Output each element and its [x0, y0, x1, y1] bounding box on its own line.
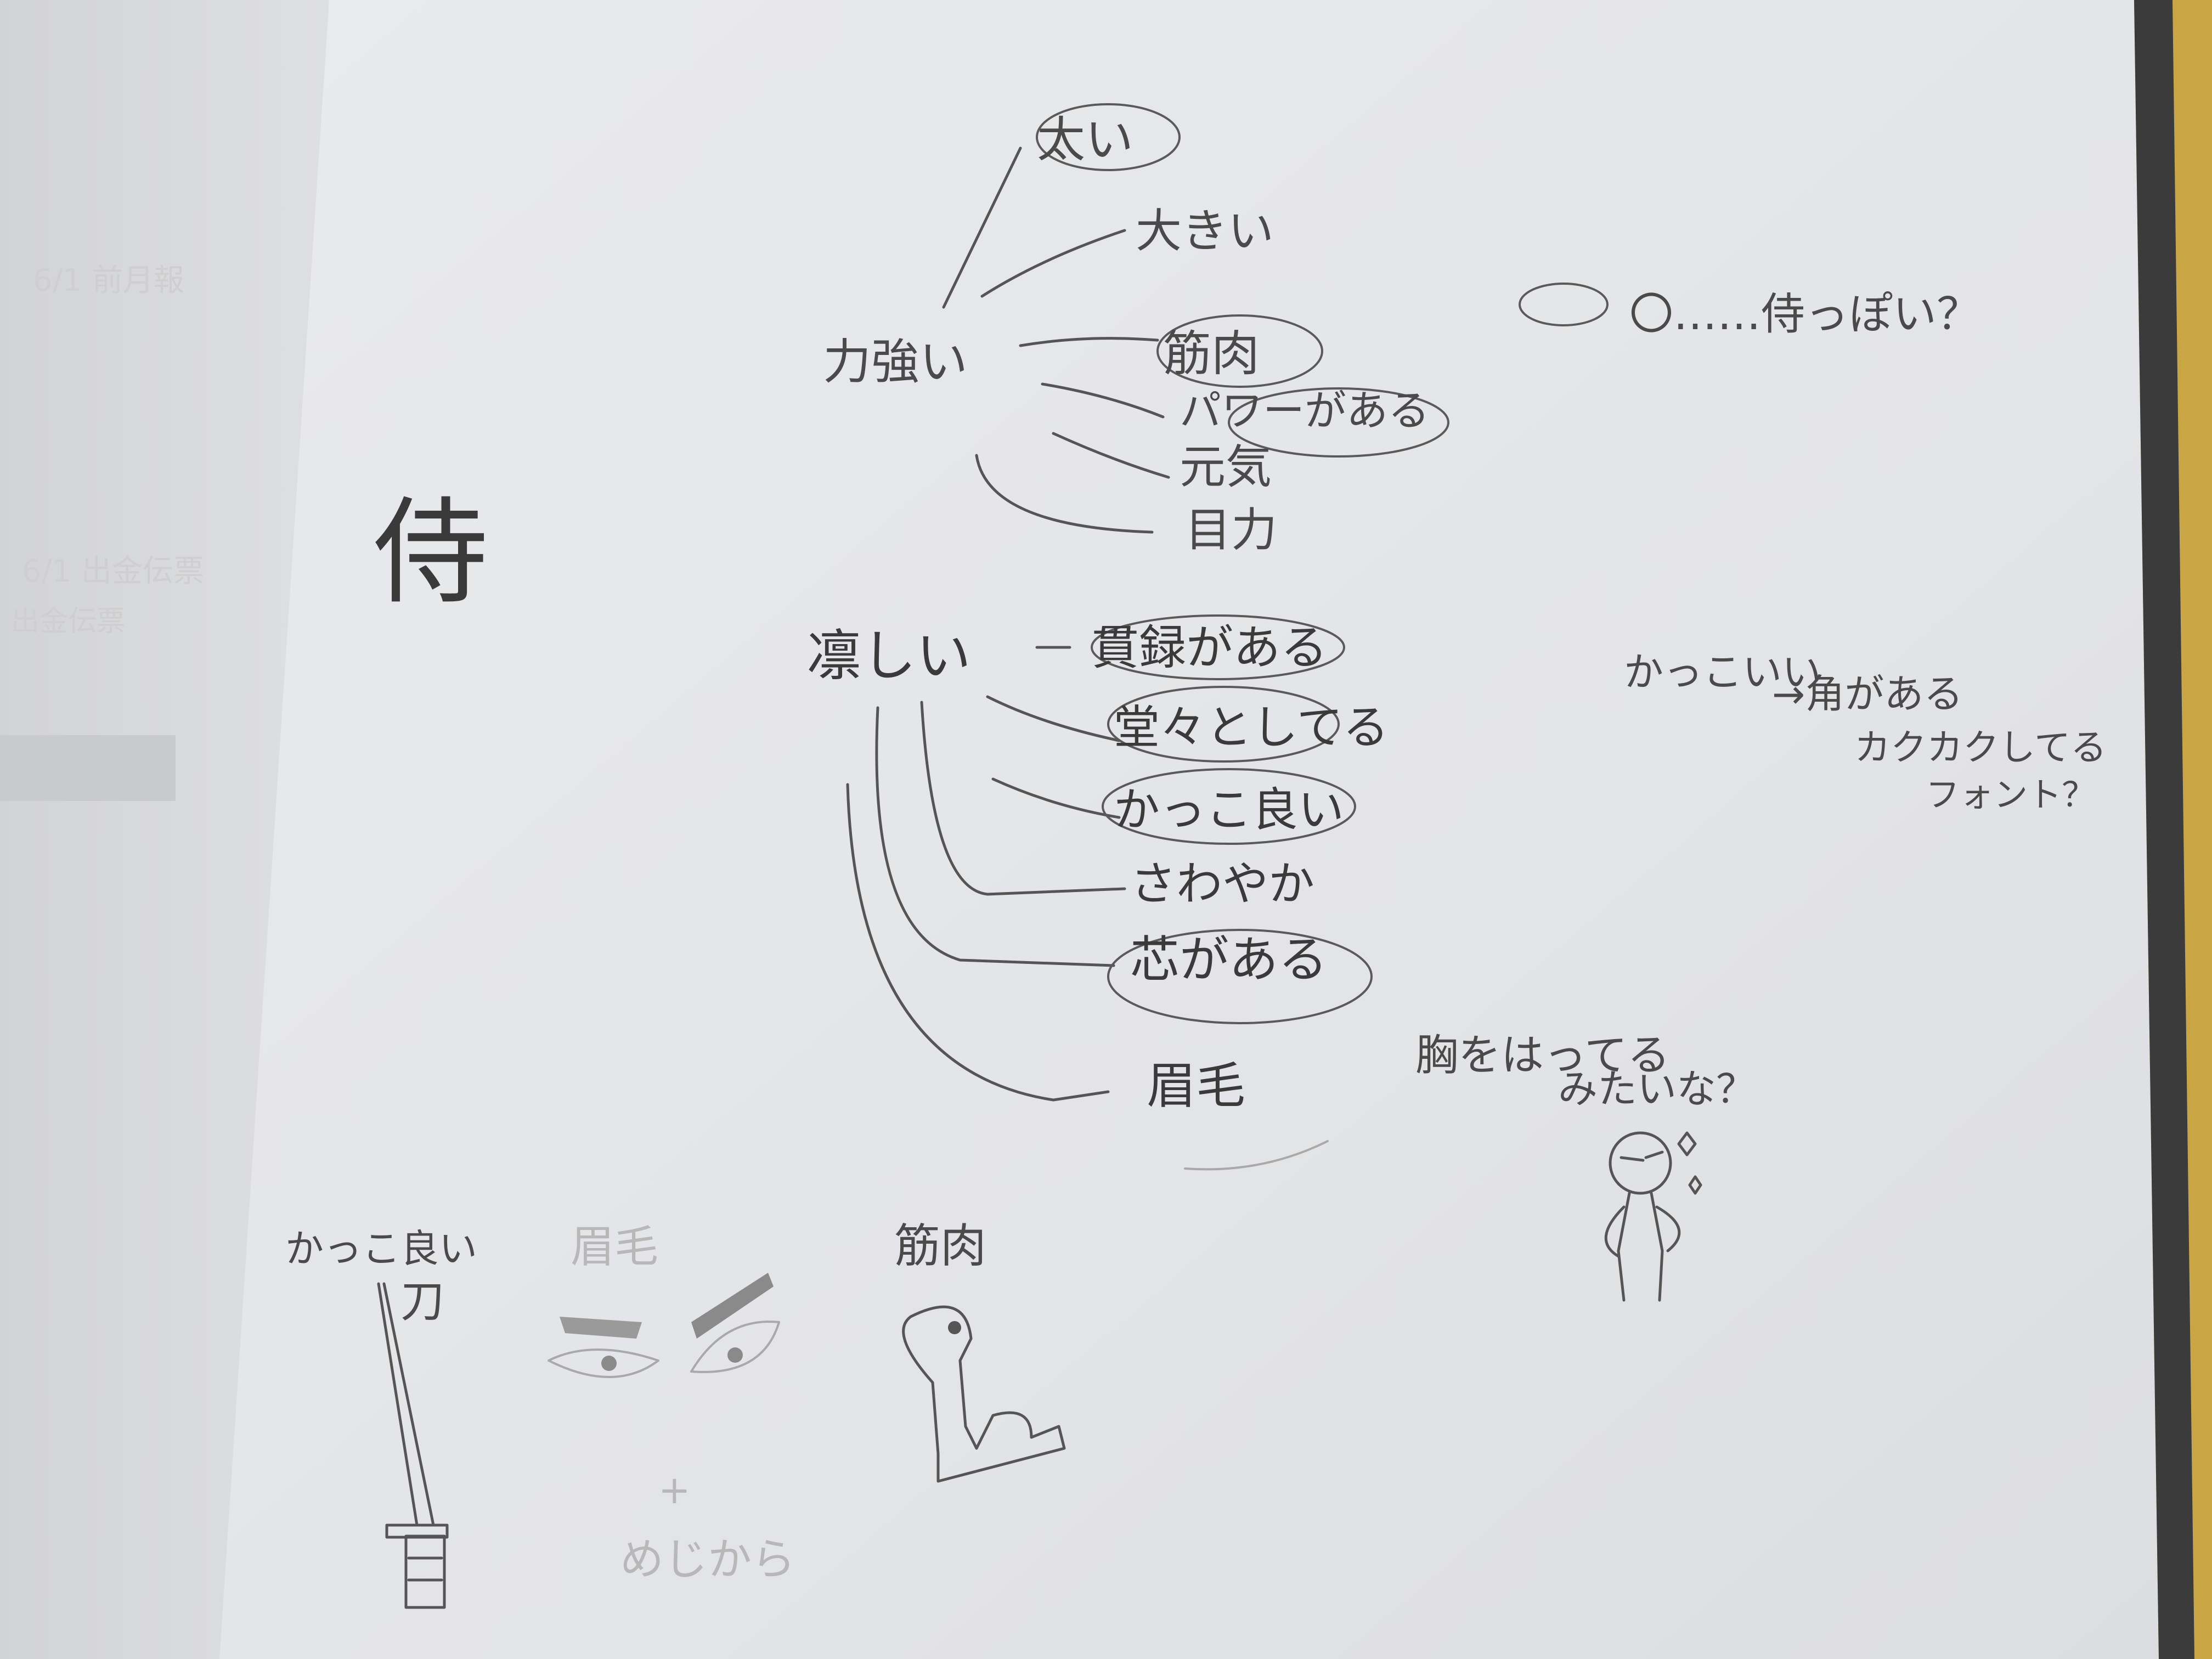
sword-icon [377, 1282, 449, 1609]
b1-item-1: 太い [1037, 111, 1133, 168]
b1-item-4: パワーがある [1180, 386, 1430, 435]
connector-b2-2 [986, 695, 1121, 742]
connector-b1-4 [1041, 382, 1165, 419]
connector-b1-1 [942, 146, 1022, 309]
b2-item-6: 眉毛 [1147, 1057, 1245, 1115]
sword-caption-1: かっこ良い [285, 1226, 477, 1271]
branch-2-label: 凛しい [806, 624, 971, 688]
connector-b1-6 [975, 454, 1154, 534]
center-word: 侍 [373, 486, 488, 620]
aside-2-line4: フォント？ [1926, 775, 2096, 815]
b2-item-5: 芯がある [1130, 931, 1328, 989]
muscle-caption: 筋肉 [894, 1219, 986, 1273]
aside-3-line2: みたいな？ [1558, 1066, 1756, 1112]
eyebrow-caption: 眉毛 [571, 1221, 658, 1272]
sword-caption-2: 刀 [400, 1276, 444, 1327]
b2-item-3: かっこ良い [1114, 783, 1344, 837]
aside-1-text: 〇……侍っぽい？ [1629, 289, 1980, 340]
circle-b2-1 [1091, 614, 1345, 680]
circle-b2-5 [1107, 929, 1373, 1024]
b1-item-6: 目力 [1185, 503, 1277, 557]
notebook-edge [2134, 0, 2194, 1659]
aside-2-line2: →角がある [1772, 671, 1963, 717]
ghost-block [0, 735, 176, 801]
connector-b2-5 [875, 706, 1115, 967]
b1-item-5: 元気 [1180, 440, 1272, 494]
connector-b1-2 [980, 229, 1126, 298]
ghost-text-3: 出金伝票 [11, 605, 125, 638]
circle-item-3 [1156, 314, 1323, 388]
connector-b1-5 [1052, 432, 1170, 479]
eyes-eyebrows-icon [548, 1273, 780, 1378]
aside-1-circle [1519, 283, 1609, 326]
connector-b1-3 [1019, 337, 1159, 347]
circle-item-4 [1228, 387, 1449, 458]
left-page-ghost-text: 6/1 前月報 6/1 出金伝票 出金伝票 [0, 263, 204, 801]
aside-2-line3: カクカクしてる [1854, 726, 2107, 769]
b1-item-3: 筋肉 [1163, 325, 1260, 382]
plus-sign: + [658, 1468, 691, 1513]
connector-b2-4 [920, 701, 1126, 896]
connector-b2-6 [846, 783, 1110, 1102]
eyebrow-underline [1184, 1140, 1329, 1171]
b1-item-2: 大きい [1136, 204, 1274, 258]
connector-b2-3 [991, 777, 1121, 819]
ghost-text-1: 6/1 前月報 [33, 263, 184, 298]
aside-3-line1: 胸をはってる [1415, 1031, 1670, 1080]
b2-item-2: 堂々としてる [1114, 701, 1389, 754]
circle-b2-2 [1107, 686, 1340, 763]
branch-1-label: 力強い [823, 334, 968, 390]
b2-item-1: 貫録がある [1092, 620, 1328, 675]
circle-item-1 [1036, 103, 1181, 171]
flexed-arm-icon [902, 1305, 1066, 1483]
aside-2-line1: かっこいい [1624, 649, 1821, 695]
eyes-caption: めじから [620, 1534, 795, 1585]
ghost-text-2: 6/1 出金伝票 [22, 554, 204, 589]
circle-b2-3 [1102, 768, 1356, 845]
proud-figure-icon [1604, 1131, 1702, 1302]
b2-item-4: さわやか [1130, 857, 1314, 911]
